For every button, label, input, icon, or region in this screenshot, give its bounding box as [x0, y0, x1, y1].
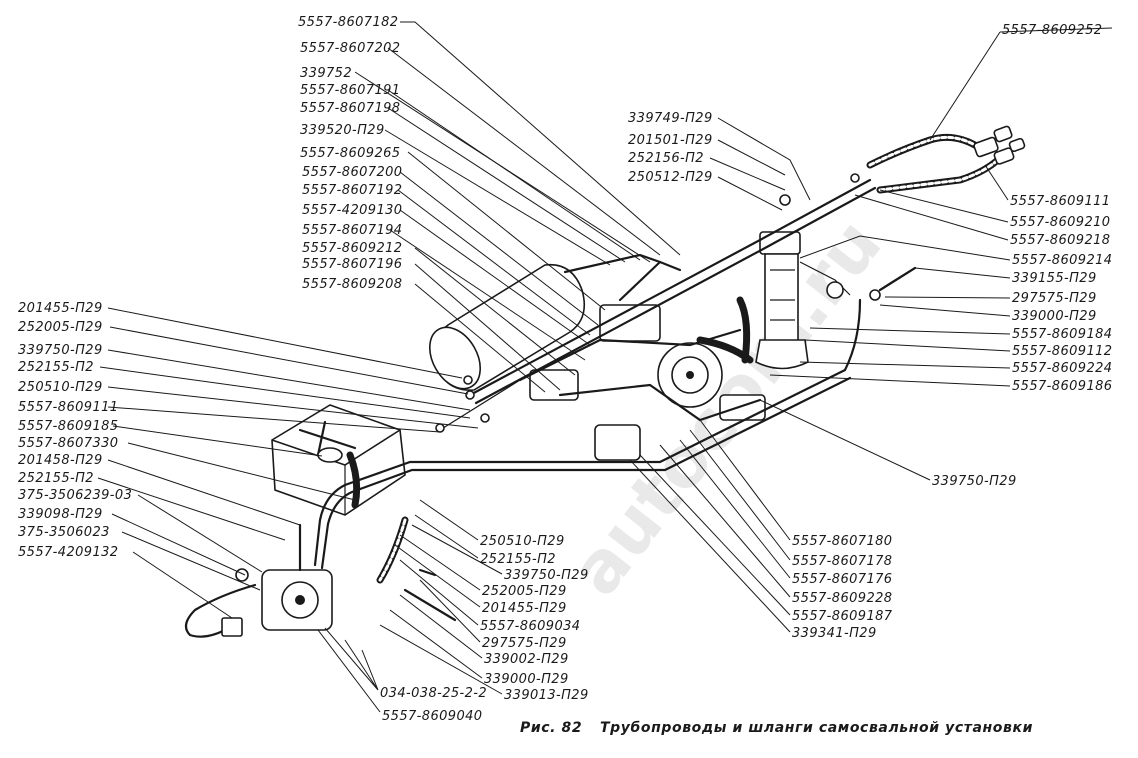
part-label: 5557-8609214: [1012, 253, 1112, 268]
part-label: 5557-8609185: [18, 419, 118, 434]
part-label: 375-3506023: [18, 525, 110, 540]
part-label: 339002-П29: [484, 652, 569, 667]
pto-pump: [184, 523, 333, 638]
part-label: 5557-8609187: [792, 609, 893, 624]
part-label: 297575-П29: [482, 636, 567, 651]
left-labels: 201455-П29 252005-П29 339750-П29 252155-…: [18, 301, 132, 560]
part-label: 5557-8609111: [1010, 194, 1110, 209]
part-label: 5557-8609208: [302, 277, 402, 292]
part-label: 339750-П29: [932, 474, 1017, 489]
part-label: 5557-4209130: [302, 203, 402, 218]
part-label: 252005-П29: [18, 320, 103, 335]
part-label: 5557-8607200: [302, 165, 402, 180]
drawing: [184, 125, 1026, 638]
part-label: 5557-8609184: [1012, 327, 1112, 342]
part-label: 297575-П29: [1012, 291, 1097, 306]
figure-caption: Рис. 82 Трубопроводы и шланги самосвальн…: [520, 720, 1033, 736]
part-label: 339000-П29: [484, 672, 569, 687]
part-label: 339749-П29: [628, 111, 713, 126]
part-label: 5557-8607180: [792, 534, 892, 549]
figure-number: Рис. 82: [520, 720, 582, 736]
hoses: [346, 133, 1004, 584]
part-label: 5557-8609224: [1012, 361, 1112, 376]
part-label: 5557-8607192: [302, 183, 402, 198]
part-label: 201455-П29: [18, 301, 103, 316]
oil-reservoir: [271, 404, 406, 516]
part-label: 5557-8609212: [302, 241, 402, 256]
part-label: 201501-П29: [628, 133, 713, 148]
part-label: 5557-8609228: [792, 591, 892, 606]
part-label: 201458-П29: [18, 453, 103, 468]
figure-title: Трубопроводы и шланги самосвальной устан…: [600, 720, 1033, 736]
bolts: [403, 173, 917, 622]
part-label: 5557-8607202: [300, 41, 400, 56]
top-labels: 5557-8607182 5557-8607202 339752 5557-86…: [298, 15, 402, 292]
part-label: 5557-8609112: [1012, 344, 1112, 359]
part-label: 250510-П29: [480, 534, 565, 549]
part-label: 5557-4209132: [18, 545, 118, 560]
part-label: 252005-П29: [482, 584, 567, 599]
part-label: 5557-8609186: [1012, 379, 1112, 394]
part-label: 5557-8609111: [18, 400, 118, 415]
part-label: 034-038-25-2-2: [380, 686, 487, 701]
part-label: 252155-П2: [18, 471, 94, 486]
bottom-left-labels: 034-038-25-2-2 5557-8609040: [380, 686, 487, 724]
bottom-center-labels: 250510-П29 252155-П2 339750-П29 252005-П…: [480, 534, 589, 703]
part-label: 252156-П2: [628, 151, 704, 166]
part-label: 339750-П29: [18, 343, 103, 358]
part-label: 339000-П29: [1012, 309, 1097, 324]
leader-lines: [97, 21, 1113, 713]
right-labels: 5557-8609111 5557-8609210 5557-8609218 5…: [932, 194, 1112, 489]
part-label: 250512-П29: [628, 170, 713, 185]
part-label: 339155-П29: [1012, 271, 1097, 286]
part-label: 5557-8607198: [300, 101, 400, 116]
part-label: 5557-8609040: [382, 709, 482, 724]
part-label: 339341-П29: [792, 626, 877, 641]
part-label: 5557-8607196: [302, 257, 402, 272]
hose-fittings: [826, 125, 1026, 301]
part-label: 5557-8607176: [792, 572, 892, 587]
part-label: 5557-8607182: [298, 15, 398, 30]
part-label: 375-3506239-03: [18, 488, 132, 503]
part-label: 5557-8607191: [300, 83, 400, 98]
part-label: 252155-П2: [18, 360, 94, 375]
part-label: 201455-П29: [482, 601, 567, 616]
part-label: 5557-8609034: [480, 619, 580, 634]
pipe-runs: [313, 178, 877, 570]
part-label: 339098-П29: [18, 507, 103, 522]
part-label: 339752: [300, 66, 352, 81]
part-label: 5557-8607178: [792, 554, 892, 569]
part-label: 250510-П29: [18, 380, 103, 395]
bottom-right-labels: 5557-8607180 5557-8607178 5557-8607176 5…: [792, 534, 893, 641]
top-right-labels: 5557-8609252 339749-П29 201501-П29 25215…: [628, 23, 1102, 185]
part-label: 5557-8609218: [1010, 233, 1110, 248]
part-label: 339750-П29: [504, 568, 589, 583]
hydraulic-tank: [428, 263, 586, 391]
part-label: 5557-8609265: [300, 146, 400, 161]
part-label: 5557-8607330: [18, 436, 118, 451]
part-label: 339013-П29: [504, 688, 589, 703]
part-label: 339520-П29: [300, 123, 385, 138]
part-label: 5557-8609210: [1010, 215, 1110, 230]
part-label: 252155-П2: [480, 552, 556, 567]
part-label: 5557-8609252: [1002, 23, 1102, 38]
part-label: 5557-8607194: [302, 223, 402, 238]
